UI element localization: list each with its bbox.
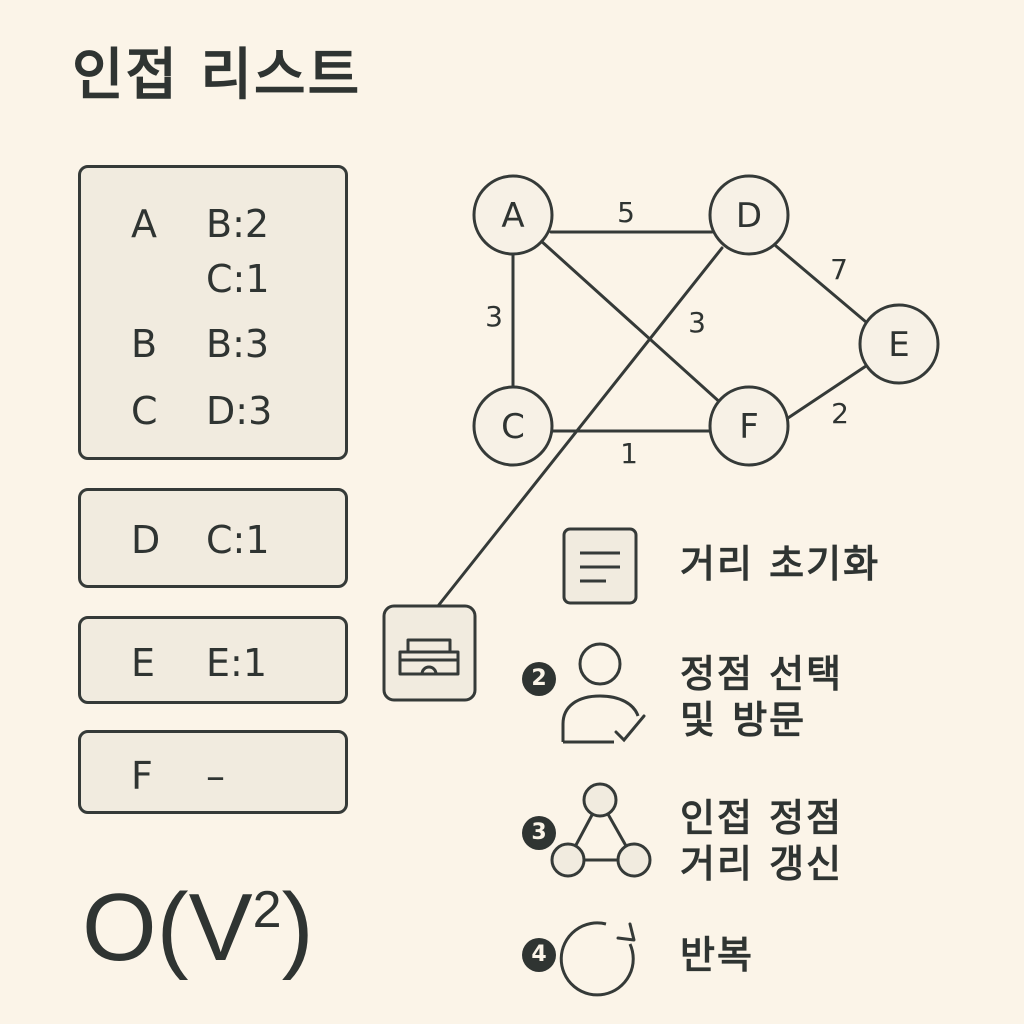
- weight-d-c: 3: [688, 306, 706, 339]
- node-c-circle: [472, 385, 554, 467]
- adjacency-box-1: A B:2 C:1 B B:3 C D:3: [78, 165, 348, 460]
- step-1-text: 거리 초기화: [680, 542, 881, 586]
- weight-a-d: 5: [617, 196, 635, 229]
- adjacency-edge: D:3: [206, 389, 273, 433]
- toolbox-icon: [382, 604, 477, 702]
- adjacency-box-2: D C:1: [78, 488, 348, 588]
- node-f-circle: [708, 385, 790, 467]
- adjacency-vertex: E: [131, 641, 156, 685]
- step-2-number: 2: [522, 662, 556, 696]
- node-e-circle: [858, 303, 940, 385]
- node-a-label: A: [501, 196, 524, 236]
- adjacency-edge: B:3: [206, 322, 270, 366]
- complexity-exponent: 2: [252, 881, 282, 939]
- adjacency-box-4: F –: [78, 730, 348, 814]
- node-d-circle: [708, 174, 790, 256]
- document-icon: [562, 527, 638, 609]
- weight-e-f: 2: [831, 397, 849, 430]
- edge-e-f: [786, 364, 868, 420]
- refresh-icon: [556, 916, 642, 1006]
- step-4-text: 반복: [680, 933, 754, 977]
- edge-a-f: [538, 238, 725, 407]
- step-2-text: 정점 선택 및 방문: [680, 652, 844, 742]
- node-f-label: F: [739, 407, 759, 447]
- complexity-close: ): [281, 874, 314, 981]
- adjacency-edge: E:1: [206, 641, 267, 685]
- node-c-label: C: [501, 407, 525, 447]
- adjacency-edge: –: [206, 754, 225, 798]
- step-4-number: 4: [522, 938, 556, 972]
- complexity-base: O(V: [82, 874, 253, 981]
- person-check-icon: [558, 640, 650, 750]
- edge-d-e: [774, 244, 868, 324]
- adjacency-vertex: D: [131, 518, 161, 562]
- adjacency-vertex: A: [131, 202, 157, 246]
- step-3-text: 인접 정점 거리 갱신: [680, 796, 844, 886]
- page-title: 인접 리스트: [72, 43, 362, 108]
- adjacency-vertex: C: [131, 389, 158, 433]
- step-3-number: 3: [522, 816, 556, 850]
- node-a-circle: [472, 174, 554, 256]
- adjacency-edge: C:1: [206, 257, 270, 301]
- edge-d-c: [436, 246, 724, 608]
- triangle-nodes-icon: [550, 778, 652, 884]
- adjacency-edge: C:1: [206, 518, 270, 562]
- weight-a-c: 3: [485, 300, 503, 333]
- node-d-label: D: [736, 196, 762, 236]
- node-e-label: E: [888, 325, 909, 365]
- adjacency-vertex: B: [131, 322, 158, 366]
- adjacency-box-3: E E:1: [78, 616, 348, 704]
- complexity-label: O(V2): [82, 880, 314, 976]
- adjacency-edge: B:2: [206, 202, 270, 246]
- weight-c-f: 1: [620, 437, 638, 470]
- adjacency-vertex: F: [131, 754, 153, 798]
- weight-d-e: 7: [830, 253, 848, 286]
